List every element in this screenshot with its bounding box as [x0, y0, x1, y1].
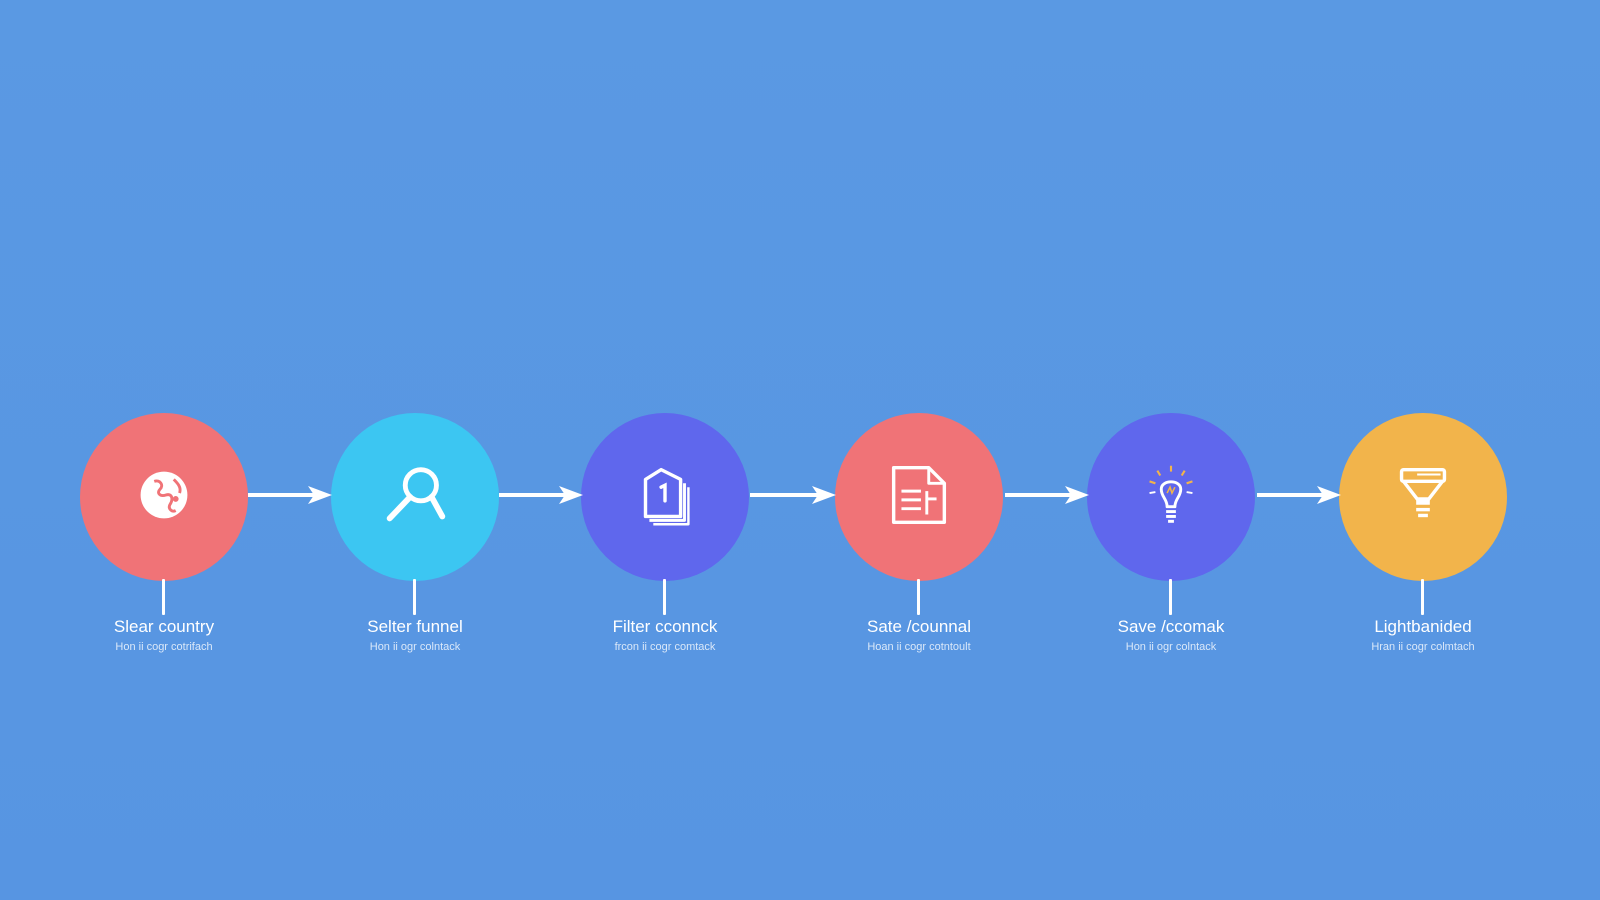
step-3: Filter cconnck frcon ii cogr comtack	[555, 413, 775, 663]
step-1-title: Slear country	[113, 617, 215, 636]
funnel-icon	[1384, 456, 1462, 539]
step-6-subtitle: Hran ii cogr colmtach	[1371, 641, 1475, 653]
step-2-title: Selter funnel	[367, 617, 463, 636]
step-6-title: Lightbanided	[1374, 617, 1472, 636]
step-6-connector	[1421, 579, 1424, 615]
step-4-title: Sate /counnal	[867, 617, 971, 636]
step-4-connector	[917, 579, 920, 615]
flow-arrow-5	[1257, 483, 1343, 507]
step-1: Slear country Hon ii cogr cotrifach	[54, 413, 274, 663]
step-5-subtitle: Hon ii ogr colntack	[1125, 641, 1217, 653]
flow-arrow-2	[499, 483, 585, 507]
step-3-subtitle: frcon ii cogr comtack	[614, 641, 716, 653]
step-1-connector	[162, 579, 165, 615]
step-2-subtitle: Hon ii ogr colntack	[369, 641, 461, 653]
step-1-subtitle: Hon ii cogr cotrifach	[115, 641, 213, 653]
step-4-subtitle: Hoan ii cogr cotntoult	[867, 641, 971, 653]
magnifier-icon	[376, 456, 454, 539]
flow-arrow-1	[248, 483, 334, 507]
globe-icon	[125, 456, 203, 539]
step-3-title: Filter cconnck	[612, 617, 718, 636]
step-2-circle	[331, 413, 499, 581]
step-6: Lightbanided Hran ii cogr colmtach	[1313, 413, 1533, 663]
lightbulb-icon	[1132, 456, 1210, 539]
flow-arrow-4	[1005, 483, 1091, 507]
document-icon	[880, 456, 958, 539]
step-4: Sate /counnal Hoan ii cogr cotntoult	[809, 413, 1029, 663]
step-5-title: Save /ccomak	[1117, 617, 1225, 636]
step-2: Selter funnel Hon ii ogr colntack	[305, 413, 525, 663]
step-4-circle	[835, 413, 1003, 581]
step-5-circle	[1087, 413, 1255, 581]
step-1-circle	[80, 413, 248, 581]
stacked-cards-icon	[626, 456, 704, 539]
step-3-connector	[663, 579, 666, 615]
step-3-circle	[581, 413, 749, 581]
step-2-connector	[413, 579, 416, 615]
flow-arrow-3	[750, 483, 838, 507]
step-5-connector	[1169, 579, 1172, 615]
step-5: Save /ccomak Hon ii ogr colntack	[1061, 413, 1281, 663]
step-6-circle	[1339, 413, 1507, 581]
